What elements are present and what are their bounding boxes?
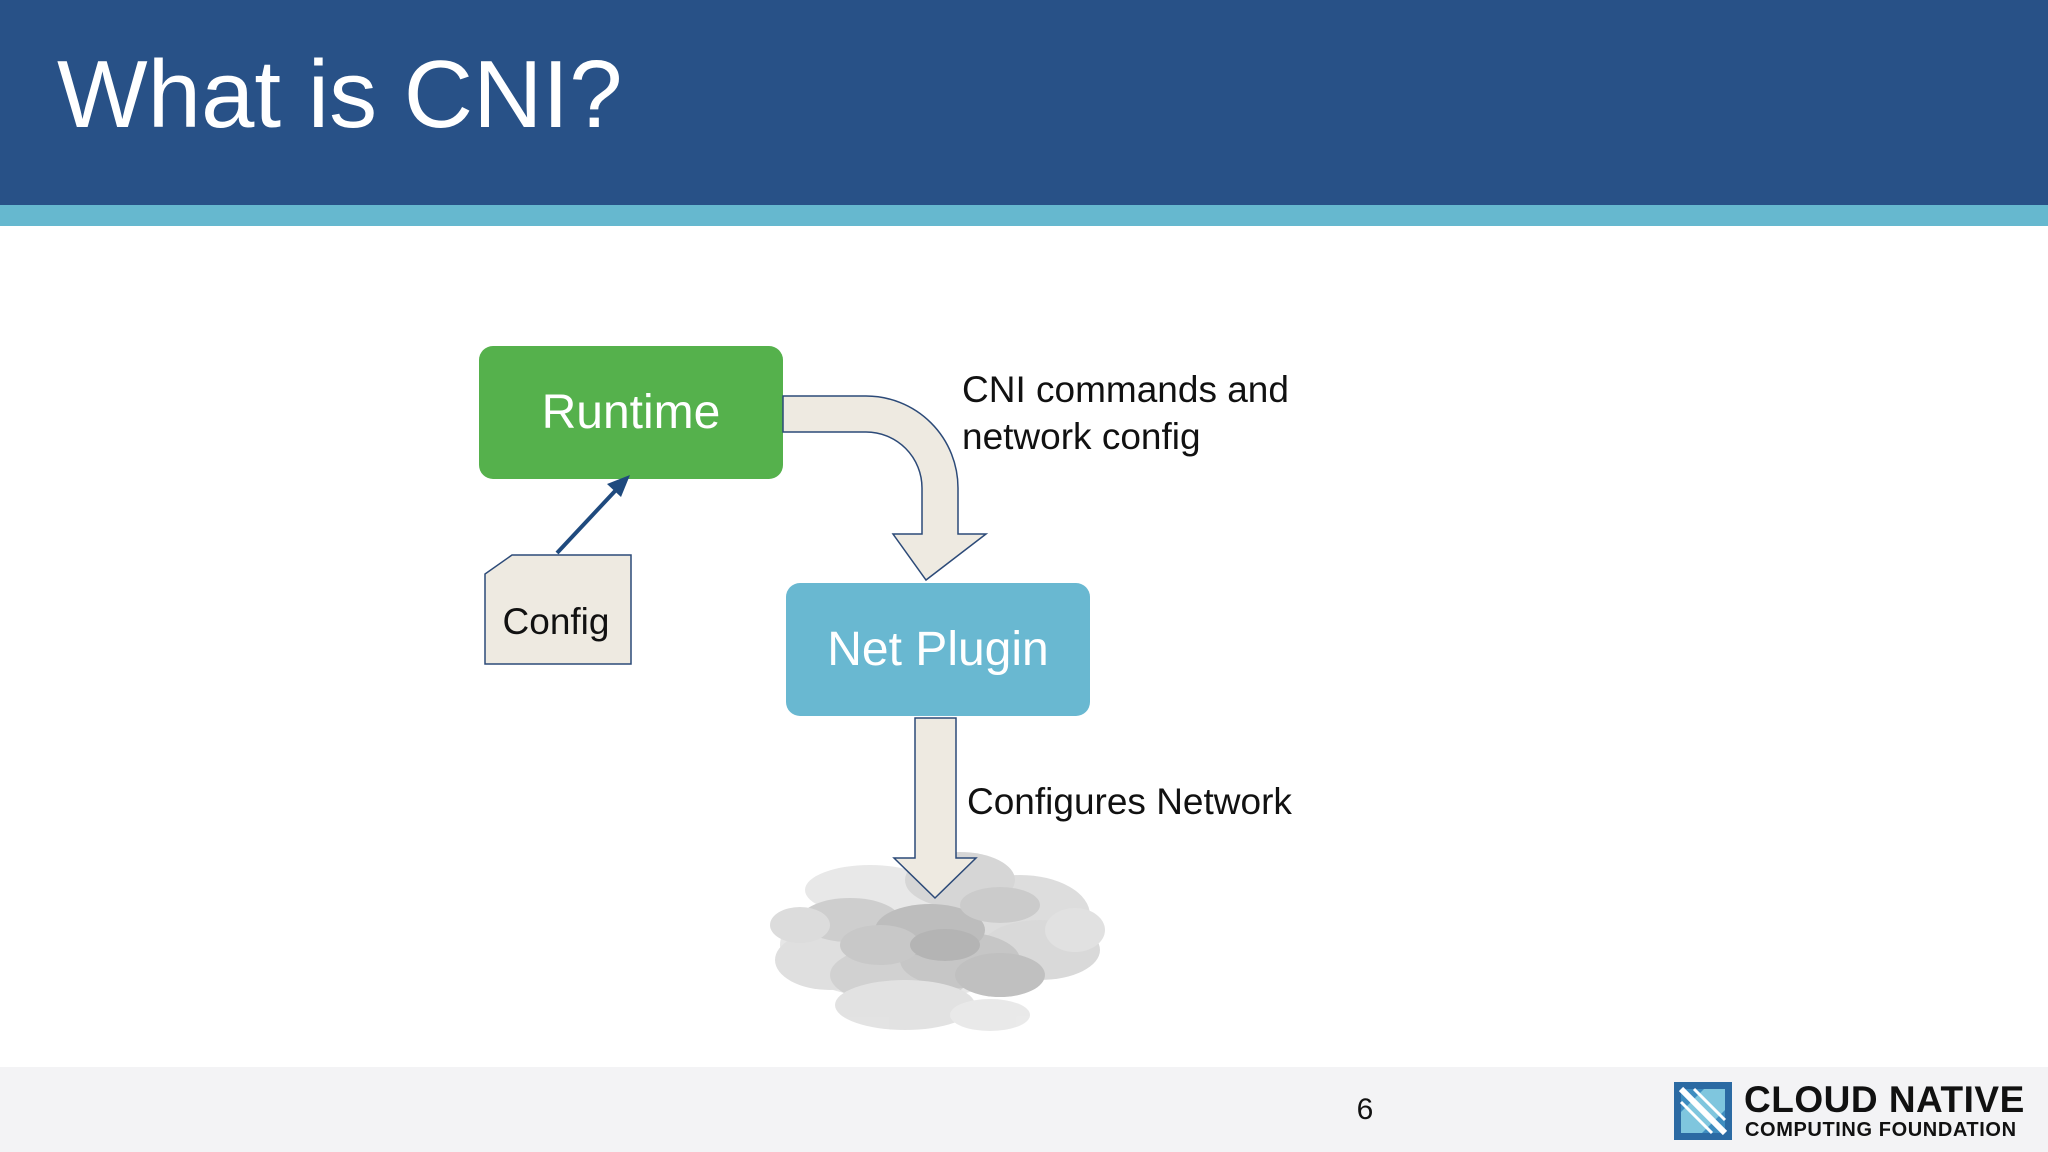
slide-title: What is CNI? <box>57 41 623 148</box>
runtime-node: Runtime <box>479 346 783 479</box>
logo-line1: CLOUD NATIVE <box>1744 1079 2025 1120</box>
config-to-runtime-arrow <box>555 475 630 555</box>
slide-header <box>0 0 2048 205</box>
cncf-logo: CLOUD NATIVE COMPUTING FOUNDATION <box>1674 1080 2034 1142</box>
page-number: 6 <box>1356 1093 1374 1126</box>
config-label: Config <box>503 601 610 642</box>
net-plugin-label: Net Plugin <box>827 623 1048 676</box>
config-document: Config <box>484 554 632 665</box>
runtime-label: Runtime <box>542 386 721 439</box>
header-accent-stripe <box>0 205 2048 226</box>
net-plugin-node: Net Plugin <box>786 583 1090 716</box>
commands-arrow <box>782 395 989 582</box>
commands-label-line1: CNI commands and <box>962 369 1289 410</box>
cncf-logo-icon <box>1674 1082 1732 1140</box>
configures-arrow <box>892 717 978 900</box>
logo-line2: COMPUTING FOUNDATION <box>1745 1119 2017 1141</box>
configures-label: Configures Network <box>967 781 1292 822</box>
cni-diagram: Runtime Config Net Plugin CNI commands a… <box>479 346 1292 1031</box>
network-cloud-icon <box>770 852 1105 1031</box>
commands-label-line2: network config <box>962 416 1201 457</box>
